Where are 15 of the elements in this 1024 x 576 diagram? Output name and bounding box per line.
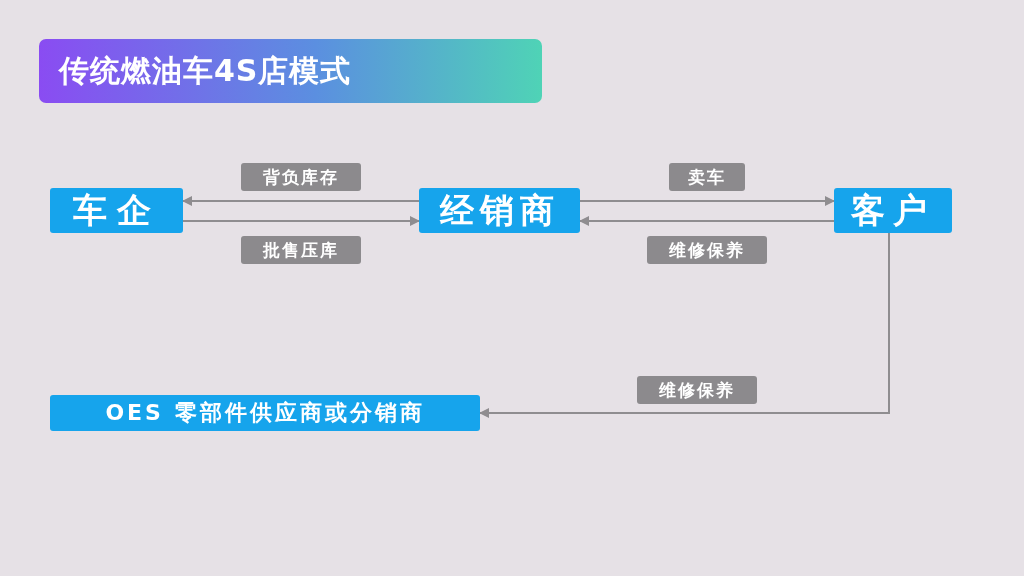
entity-box: 车企 bbox=[50, 188, 183, 233]
title-banner: 传统燃油车4S店模式 bbox=[39, 39, 542, 103]
edge-label: 维修保养 bbox=[637, 376, 757, 404]
edge-label: 卖车 bbox=[669, 163, 745, 191]
entity-box: 经销商 bbox=[419, 188, 580, 233]
arrow bbox=[479, 232, 890, 418]
entity-box: OES 零部件供应商或分销商 bbox=[50, 395, 480, 431]
arrow bbox=[182, 196, 420, 206]
edge-label: 背负库存 bbox=[241, 163, 361, 191]
edge-label: 批售压库 bbox=[241, 236, 361, 264]
edge-label: 维修保养 bbox=[647, 236, 767, 264]
arrow bbox=[182, 216, 420, 226]
arrow bbox=[579, 216, 835, 226]
entity-box: 客户 bbox=[834, 188, 952, 233]
arrow bbox=[579, 196, 835, 206]
